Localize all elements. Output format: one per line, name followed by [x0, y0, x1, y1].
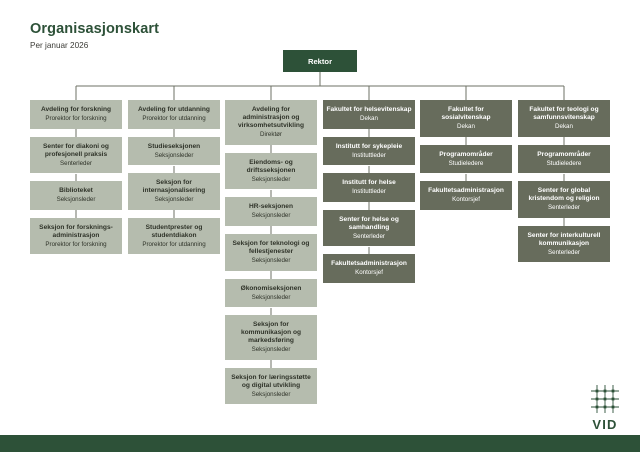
node-title: Programområder [537, 150, 591, 158]
org-node[interactable]: Seksjon for læringsstøtte og digital utv… [225, 367, 317, 405]
org-column-fakultet-for-teologi: Fakultet for teologi og samfunnsvitenska… [518, 100, 610, 270]
org-column-avdeling-for-administrasjon: Avdeling for administrasjon og virksomhe… [225, 100, 317, 412]
node-subtitle: Seksjonsleder [251, 293, 291, 301]
node-subtitle: Prorektor for forskning [45, 240, 107, 248]
node-title: Seksjon for teknologi og fellestjenester [232, 239, 310, 255]
node-title: Biblioteket [59, 187, 93, 195]
node-subtitle: Prorektor for utdanning [142, 115, 206, 123]
node-subtitle: Kontorsjef [355, 269, 383, 277]
node-subtitle: Prorektor for utdanning [142, 240, 206, 248]
node-subtitle: Dekan [360, 115, 378, 123]
node-title: Seksjon for kommunikasjon og markedsføri… [240, 321, 302, 345]
node-title: Fakultet for helsevitenskap [326, 106, 412, 113]
node-title: Eiendoms- og driftsseksjonen [246, 158, 296, 174]
node-title: Institutt for sykepleie [335, 142, 403, 150]
node-subtitle: Dekan [457, 123, 475, 131]
node-title: HR-seksjonen [249, 203, 293, 211]
org-node[interactable]: Senter for global kristendom og religion… [518, 181, 610, 218]
node-title: Fakultetsadministrasjon [331, 260, 407, 268]
node-subtitle: Senterleder [60, 159, 92, 167]
node-subtitle: Studieledere [448, 159, 484, 167]
node-subtitle: Kontorsjef [452, 196, 480, 204]
node-subtitle: Seksjonsleder [154, 196, 194, 204]
node-title: Rektor [307, 56, 333, 66]
node-title: Seksjon for læringsstøtte og digital utv… [231, 373, 311, 389]
node-title: Institutt for helse [342, 179, 396, 187]
node-subtitle: Seksjonsleder [251, 390, 291, 398]
node-subtitle: Instituttleder [352, 188, 386, 196]
node-subtitle: Seksjonsleder [56, 196, 96, 204]
node-title: Avdeling for administrasjon og virksomhe… [238, 106, 304, 130]
org-node[interactable]: Seksjon for teknologi og fellestjenester… [225, 233, 317, 271]
node-subtitle: Studieledere [546, 159, 582, 167]
node-subtitle: Seksjonsleder [154, 151, 194, 159]
node-subtitle: Seksjonsleder [251, 212, 291, 220]
node-title: Fakultet for teologi og samfunnsvitenska… [529, 106, 599, 122]
node-subtitle: Dekan [555, 123, 573, 131]
node-title: Studentprester og studentdiakon [145, 223, 203, 239]
node-subtitle: Direktør [260, 131, 282, 139]
org-node[interactable]: Seksjon for kommunikasjon og markedsføri… [225, 315, 317, 360]
node-title: Programområder [439, 150, 493, 158]
node-title: Fakultetsadministrasjon [428, 187, 504, 195]
node-title: Fakultet for sosialvitenskap [441, 106, 491, 122]
node-title: Seksjon for forsknings-administrasjon [39, 223, 113, 239]
node-subtitle: Seksjonsleder [251, 346, 291, 354]
page-header: Organisasjonskart Per januar 2026 [30, 21, 160, 50]
node-subtitle: Prorektor for forskning [45, 115, 107, 123]
node-title: Senter for diakoni og profesjonell praks… [43, 142, 109, 158]
node-title: Økonomiseksjonen [240, 284, 302, 292]
node-subtitle: Senterleder [548, 248, 580, 256]
vid-logo: VID [583, 382, 627, 431]
node-title: Studieseksjonen [147, 142, 201, 150]
org-node[interactable]: Avdeling for administrasjon og virksomhe… [225, 100, 317, 145]
node-rektor[interactable]: Rektor [283, 50, 357, 72]
page-subtitle: Per januar 2026 [30, 40, 89, 50]
node-title: Senter for helse og samhandling [339, 215, 399, 231]
node-subtitle: Seksjonsleder [251, 175, 291, 183]
page-title: Organisasjonskart [30, 21, 160, 37]
footer-bar [0, 435, 640, 452]
node-title: Avdeling for utdanning [138, 106, 210, 113]
node-title: Senter for interkulturell kommunikasjon [527, 231, 601, 247]
node-title: Avdeling for forskning [40, 106, 112, 113]
node-subtitle: Senterleder [353, 232, 385, 240]
node-title: Seksjon for internasjonalisering [142, 179, 206, 195]
org-node[interactable]: Fakultet for teologi og samfunnsvitenska… [518, 100, 610, 137]
org-node[interactable]: Senter for diakoni og profesjonell praks… [30, 136, 122, 174]
node-title: Senter for global kristendom og religion [528, 187, 600, 203]
node-subtitle: Instituttleder [352, 151, 386, 159]
node-subtitle: Senterleder [548, 204, 580, 212]
node-subtitle: Seksjonsleder [251, 256, 291, 264]
logo-wordmark: VID [592, 417, 618, 432]
grid-mark-icon [591, 385, 619, 413]
